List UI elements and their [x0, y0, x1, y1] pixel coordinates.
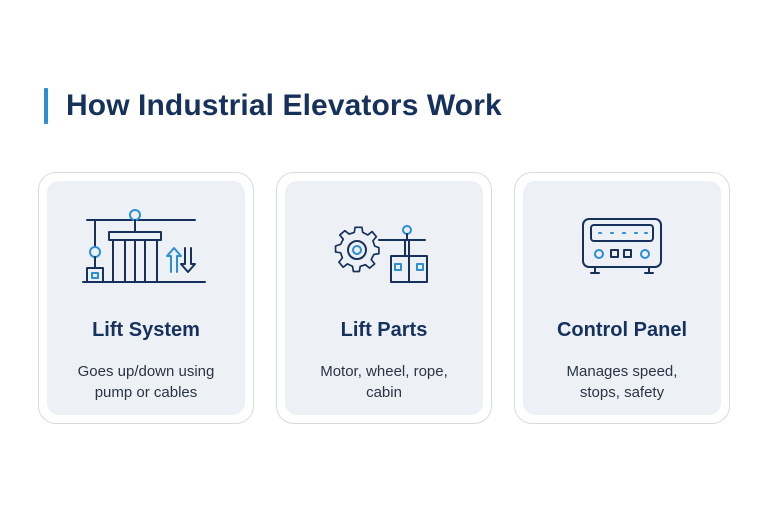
card-description-line: Manages speed,: [566, 363, 678, 380]
card-panel: Lift System Goes up/down using pump or c…: [47, 181, 245, 415]
card-panel: Control Panel Manages speed, stops, safe…: [523, 181, 721, 415]
header: How Industrial Elevators Work: [44, 86, 502, 126]
title-accent-bar: [44, 88, 48, 124]
lift-system-icon: [47, 203, 245, 289]
control-panel-icon: [523, 203, 721, 289]
card-title: Lift Parts: [340, 319, 428, 341]
card-panel: Lift Parts Motor, wheel, rope, cabin: [285, 181, 483, 415]
card-description: Manages speed, stops, safety: [535, 361, 709, 403]
card-description-line: pump or cables: [94, 384, 198, 401]
card-description-line: Goes up/down using: [77, 363, 215, 380]
card-lift-parts: Lift Parts Motor, wheel, rope, cabin: [276, 172, 492, 424]
card-description-line: stops, safety: [579, 384, 665, 401]
card-description: Motor, wheel, rope, cabin: [297, 361, 471, 403]
card-control-panel: Control Panel Manages speed, stops, safe…: [514, 172, 730, 424]
card-title: Control Panel: [556, 319, 687, 341]
card-description: Goes up/down using pump or cables: [59, 361, 233, 403]
card-title: Lift System: [92, 319, 200, 341]
card-row: Lift System Goes up/down using pump or c…: [38, 172, 730, 424]
gear-pulley-icon: [285, 203, 483, 289]
page-title: How Industrial Elevators Work: [66, 89, 502, 122]
card-lift-system: Lift System Goes up/down using pump or c…: [38, 172, 254, 424]
card-description-line: Motor, wheel, rope,: [320, 363, 448, 380]
card-description-line: cabin: [366, 384, 402, 401]
